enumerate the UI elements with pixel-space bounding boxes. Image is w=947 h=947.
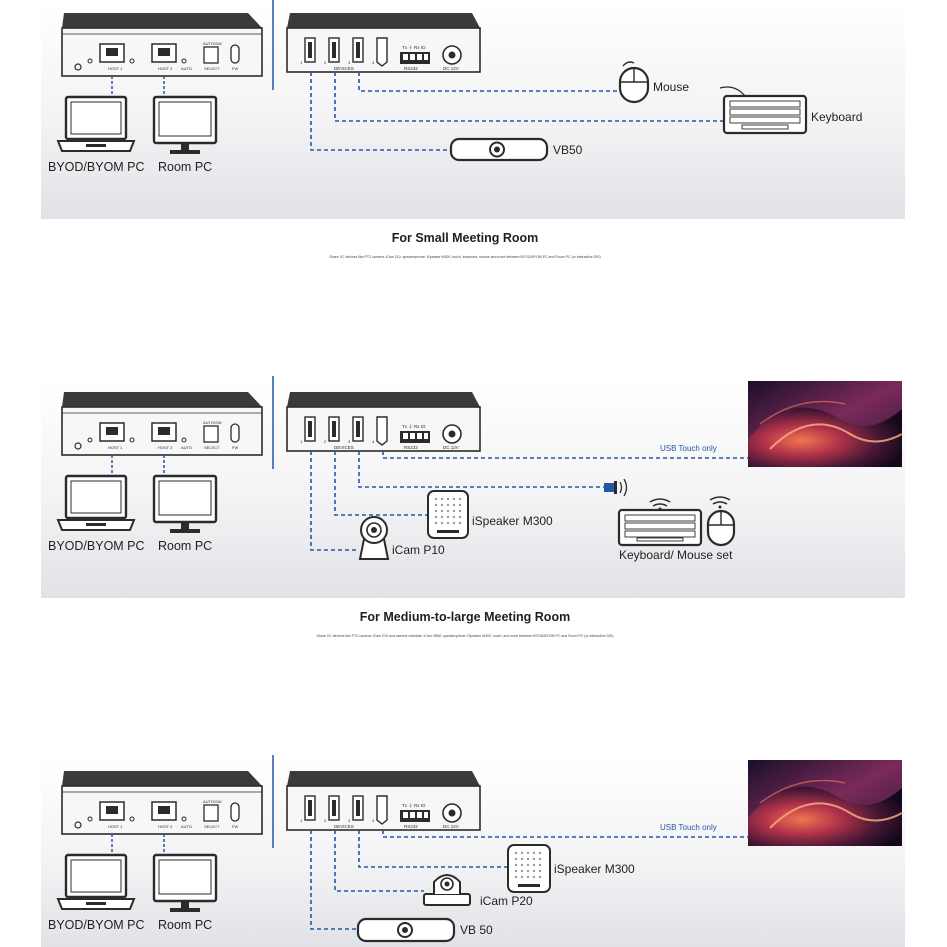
device-hub: 1 2 3 4 DEVICES Tx ⏚ Rx IO RS232 DC 12V: [286, 12, 481, 73]
ispeaker-label: iSpeaker M300: [554, 862, 635, 876]
host-port-2-label: HOST 2: [158, 824, 173, 829]
caption-subtitle-medium: Share VC devices like PTZ camera: iCam 2…: [316, 634, 613, 638]
laptop-icon: [56, 853, 136, 911]
icam-p20-icon: [423, 874, 471, 906]
kbmouse-label: Keyboard/ Mouse set: [619, 548, 733, 562]
mouse-icon: [618, 61, 650, 104]
touch-display-image: [748, 381, 903, 467]
host-port-1-label: HOST 1: [108, 824, 123, 829]
ispeaker-icon: [507, 844, 551, 893]
rs232-label: RS232: [404, 66, 418, 71]
port-number-2: 2: [324, 439, 327, 444]
ispeaker-icon: [427, 490, 469, 539]
port-number-4: 4: [372, 818, 375, 823]
port-number-3: 3: [348, 439, 351, 444]
port-number-1: 1: [300, 439, 303, 444]
txrx-label: Tx ⏚ Rx IO: [402, 423, 426, 429]
switch-label: AUTO/SW: [203, 420, 222, 425]
rs232-label: RS232: [404, 824, 418, 829]
section-medium-room: HOST 1 HOST 2 AUTO AUTO/SW SELECT FW 1 2…: [41, 376, 905, 598]
cable-icam: [334, 830, 424, 892]
port-number-4: 4: [372, 439, 375, 444]
cable-vb50: [310, 830, 358, 930]
icam-label: iCam P20: [480, 894, 533, 908]
room-pc-label: Room PC: [158, 160, 212, 174]
rs232-label: RS232: [404, 445, 418, 450]
host-port-1-label: HOST 1: [108, 66, 123, 71]
keyboard-label: Keyboard: [811, 110, 862, 124]
cable-usb-touch: [382, 830, 748, 838]
touch-display-image: [748, 760, 903, 846]
usb-touch-label: USB Touch only: [660, 444, 717, 453]
cable-mouse: [358, 72, 620, 92]
devices-label: DEVICES: [334, 445, 354, 450]
dc-label: DC 12V: [443, 824, 459, 829]
usb-dongle-icon: [604, 478, 628, 497]
host-port-1-label: HOST 1: [108, 445, 123, 450]
host-port-2-label: HOST 2: [158, 445, 173, 450]
port-number-2: 2: [324, 60, 327, 65]
device-hub: 1 2 3 4 DEVICES Tx ⏚ Rx IO RS232 DC 12V: [286, 770, 481, 831]
vb50-icon: [356, 917, 456, 943]
device-hub: 1 2 3 4 DEVICES Tx ⏚ Rx IO RS232 DC 12V: [286, 391, 481, 452]
byod-pc-label: BYOD/BYOM PC: [48, 539, 145, 553]
switch-label: AUTO/SW: [203, 41, 222, 46]
icam-p10-icon: [358, 516, 390, 560]
vb50-icon: [449, 137, 549, 162]
room-pc-label: Room PC: [158, 918, 212, 932]
port-number-4: 4: [372, 60, 375, 65]
laptop-icon: [56, 474, 136, 532]
select-label: SELECT: [204, 824, 220, 829]
host-hub: HOST 1 HOST 2 AUTO AUTO/SW SELECT FW: [61, 12, 263, 77]
caption-subtitle-small: Share VC devices like PTZ camera: iCam 2…: [329, 255, 600, 259]
caption-title-small: For Small Meeting Room: [392, 231, 539, 245]
port-number-3: 3: [348, 818, 351, 823]
cable-vb50: [310, 72, 452, 151]
port-number-2: 2: [324, 818, 327, 823]
fw-label: FW: [232, 445, 238, 450]
keyboard-icon: [719, 86, 808, 135]
select-label: SELECT: [204, 66, 220, 71]
section-small-room: HOST 1 HOST 2 AUTO AUTO/SW SELECT FW 1 2…: [41, 0, 905, 219]
txrx-label: Tx ⏚ Rx IO: [402, 44, 426, 50]
keyboard-mouse-set-icon: [617, 496, 736, 547]
room-pc-label: Room PC: [158, 539, 212, 553]
txrx-label: Tx ⏚ Rx IO: [402, 802, 426, 808]
select-label: SELECT: [204, 445, 220, 450]
ispeaker-label: iSpeaker M300: [472, 514, 553, 528]
dc-label: DC 12V: [443, 445, 459, 450]
byod-pc-label: BYOD/BYOM PC: [48, 918, 145, 932]
port-number-3: 3: [348, 60, 351, 65]
devices-label: DEVICES: [334, 66, 354, 71]
devices-label: DEVICES: [334, 824, 354, 829]
auto-label: AUTO: [181, 66, 192, 71]
caption-title-medium: For Medium-to-large Meeting Room: [360, 610, 570, 624]
cable-ispeaker: [358, 830, 508, 868]
auto-label: AUTO: [181, 824, 192, 829]
icam-label: iCam P10: [392, 543, 445, 557]
vb50-label: VB50: [553, 143, 583, 157]
switch-label: AUTO/SW: [203, 799, 222, 804]
cable-ispeaker: [334, 451, 428, 516]
cable-dongle: [358, 451, 604, 488]
fw-label: FW: [232, 824, 238, 829]
host-hub: HOST 1 HOST 2 AUTO AUTO/SW SELECT FW: [61, 770, 263, 835]
cable-usb-touch: [382, 451, 748, 459]
section-large-room: HOST 1 HOST 2 AUTO AUTO/SW SELECT FW 1 2…: [41, 755, 905, 947]
byod-pc-label: BYOD/BYOM PC: [48, 160, 145, 174]
cable-icam: [310, 451, 358, 551]
auto-label: AUTO: [181, 445, 192, 450]
fw-label: FW: [232, 66, 238, 71]
mouse-label: Mouse: [653, 80, 689, 94]
host-port-2-label: HOST 2: [158, 66, 173, 71]
dc-label: DC 12V: [443, 66, 459, 71]
cable-keyboard: [334, 72, 724, 122]
port-number-1: 1: [300, 60, 303, 65]
vb50-label: VB 50: [460, 923, 493, 937]
port-number-1: 1: [300, 818, 303, 823]
usb-touch-label: USB Touch only: [660, 823, 717, 832]
laptop-icon: [56, 95, 136, 153]
host-hub: HOST 1 HOST 2 AUTO AUTO/SW SELECT FW: [61, 391, 263, 456]
